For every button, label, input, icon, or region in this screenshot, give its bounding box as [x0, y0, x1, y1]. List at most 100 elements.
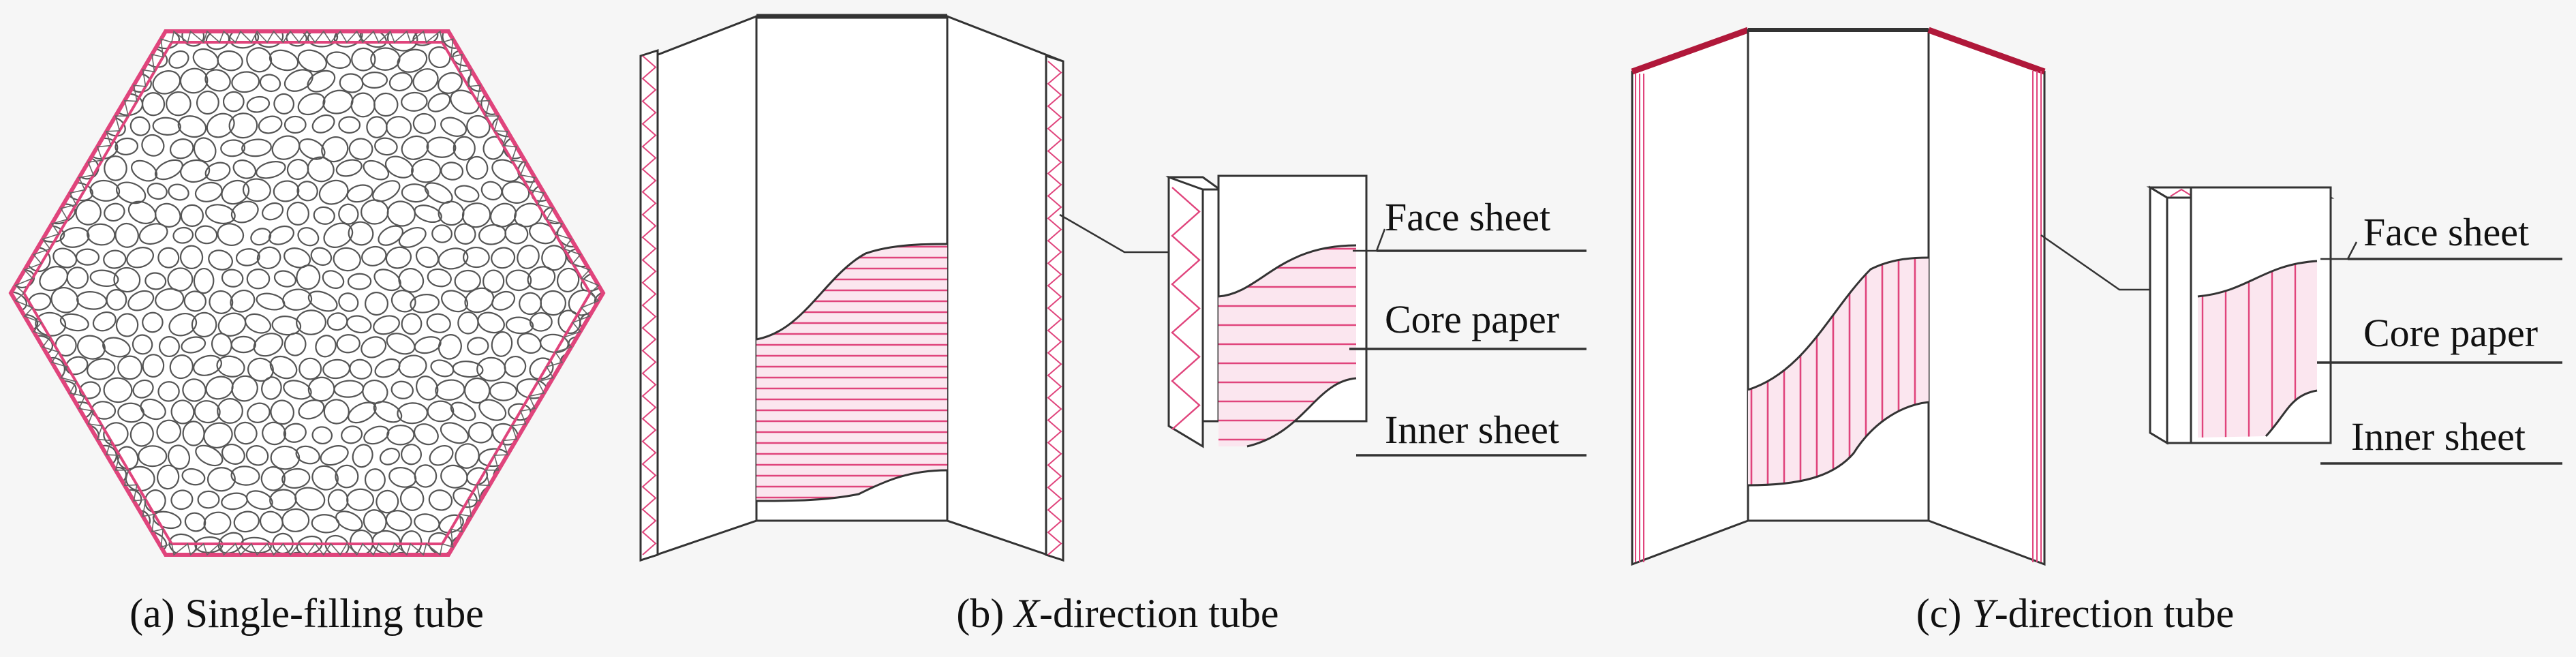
- core-cell: [491, 331, 513, 357]
- core-cell: [579, 444, 603, 468]
- core-cell: [426, 136, 457, 158]
- core-cell: [556, 139, 587, 159]
- core-cell: [169, 138, 194, 159]
- core-cell: [505, 490, 534, 510]
- c-leader-line: [2040, 234, 2153, 291]
- core-cell: [256, 556, 284, 576]
- core-cell: [491, 159, 521, 183]
- b-detail-corrugation: [1171, 187, 1201, 430]
- core-cell: [76, 555, 100, 577]
- core-cell: [411, 158, 442, 183]
- b-leader-line: [1059, 213, 1172, 254]
- core-cell: [24, 551, 52, 555]
- core-cell: [296, 264, 321, 290]
- core-cell: [13, 222, 36, 245]
- c-label-face-sheet: Face sheet: [2363, 210, 2529, 254]
- core-cell: [427, 268, 452, 288]
- panel-a-single-filling-tube: (a) Single-filling tube: [8, 29, 637, 636]
- core-cell: [453, 487, 478, 508]
- core-cell: [413, 423, 439, 446]
- core-cell: [416, 376, 439, 401]
- core-cell: [379, 447, 400, 465]
- core-cell: [269, 355, 298, 380]
- core-cell: [170, 399, 195, 425]
- core-cell: [138, 445, 168, 468]
- core-cell: [487, 508, 516, 532]
- core-cell: [221, 443, 245, 465]
- core-cell: [158, 336, 180, 358]
- core-cell: [428, 46, 451, 69]
- core-cell: [104, 155, 127, 181]
- core-cell: [87, 223, 116, 246]
- core-cell: [295, 445, 320, 465]
- core-cell: [286, 201, 309, 226]
- core-cell: [235, 248, 260, 266]
- core-cell: [193, 137, 217, 163]
- core-cell: [599, 31, 603, 49]
- core-cell: [230, 290, 256, 313]
- core-cell: [596, 332, 603, 356]
- core-cell: [11, 376, 29, 402]
- core-cell: [401, 313, 423, 335]
- core-cell: [321, 136, 349, 163]
- core-cell: [204, 162, 231, 182]
- core-cell: [560, 488, 583, 513]
- core-cell: [465, 155, 489, 180]
- core-cell: [530, 490, 558, 513]
- c-cutaway-top-edge: [1747, 256, 1929, 391]
- core-cell: [14, 135, 40, 157]
- core-cell: [525, 47, 556, 70]
- core-cell: [141, 134, 165, 157]
- core-cell: [505, 316, 534, 335]
- b-detail-core-region: [1218, 245, 1356, 446]
- core-cell: [427, 400, 455, 423]
- b-cutaway-region: [756, 244, 947, 501]
- core-cell: [259, 74, 281, 93]
- core-cell: [363, 159, 390, 181]
- core-cell: [11, 553, 29, 555]
- c-cutaway-bottom-edge: [1747, 401, 1929, 487]
- core-cell: [594, 247, 603, 270]
- core-cell: [271, 135, 301, 160]
- core-cell: [244, 313, 272, 334]
- core-cell: [386, 333, 416, 355]
- core-cell: [307, 156, 335, 183]
- core-cell: [609, 358, 630, 380]
- core-cell: [256, 246, 281, 269]
- core-cell: [346, 184, 373, 203]
- core-cell: [132, 379, 154, 399]
- core-cell: [115, 181, 147, 204]
- core-cell: [92, 46, 114, 68]
- core-cell: [221, 269, 244, 288]
- core-cell: [247, 402, 271, 423]
- core-cell: [529, 357, 554, 380]
- core-cell: [388, 72, 413, 92]
- core-cell: [412, 68, 439, 93]
- core-cell: [310, 247, 333, 266]
- core-cell: [608, 264, 637, 291]
- core-cell: [463, 246, 490, 269]
- core-cell: [117, 355, 143, 380]
- core-cell: [28, 425, 50, 444]
- core-cell: [582, 223, 603, 247]
- hexagon-wall-zigzag: [14, 30, 600, 556]
- core-cell: [27, 116, 48, 134]
- core-cell: [414, 204, 442, 223]
- core-cell: [540, 155, 567, 181]
- core-cell: [581, 485, 603, 510]
- core-cell: [167, 267, 194, 292]
- core-cell: [42, 138, 64, 157]
- core-cell: [438, 514, 464, 534]
- core-cell: [230, 335, 256, 354]
- core-cell: [311, 514, 340, 534]
- core-cell: [283, 380, 312, 400]
- core-cell: [103, 249, 127, 269]
- core-cell: [378, 225, 404, 246]
- core-cell: [545, 553, 572, 555]
- core-cell: [595, 377, 603, 400]
- core-cell: [386, 200, 416, 227]
- core-cell: [347, 273, 372, 290]
- core-cell: [194, 225, 218, 245]
- core-cell: [141, 92, 166, 117]
- core-cell: [231, 71, 260, 93]
